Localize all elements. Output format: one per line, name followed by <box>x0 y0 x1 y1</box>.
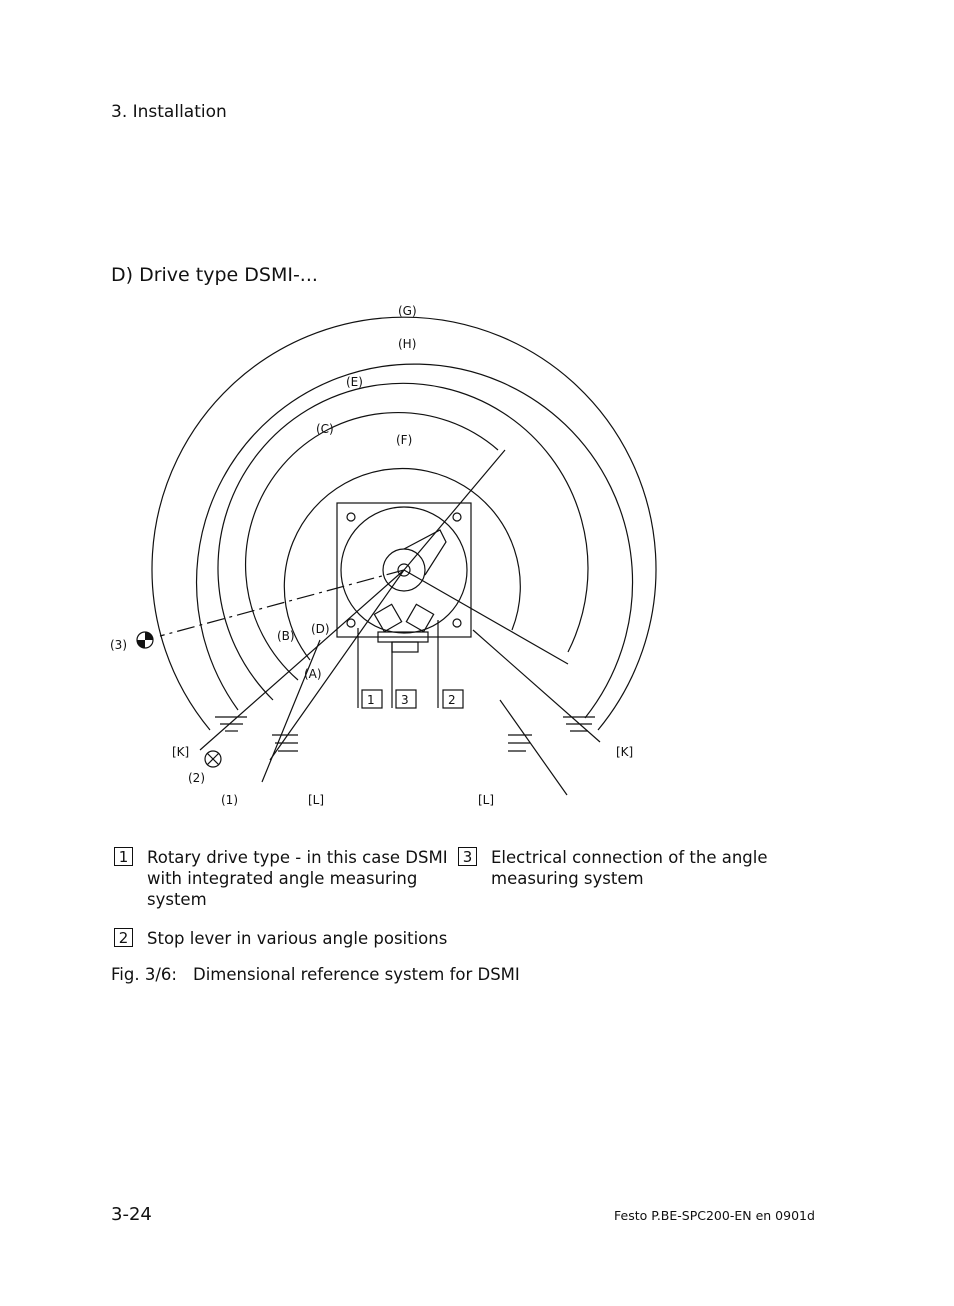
legend-item-1: Rotary drive type - in this case DSMI wi… <box>147 847 448 910</box>
legend-line: Rotary drive type - in this case DSMI <box>147 848 448 867</box>
legend-item-2: Stop lever in various angle positions <box>147 928 447 949</box>
legend-line: measuring system <box>491 869 644 888</box>
housing-bore <box>340 506 468 634</box>
arc-f <box>283 467 521 661</box>
ref-point-2-symbol <box>204 750 222 768</box>
page-number: 3-24 <box>111 1204 152 1225</box>
legend-number-2: 2 <box>114 928 133 947</box>
legend-line: system <box>147 890 207 909</box>
stop-lever <box>403 529 447 576</box>
ref-point-2-label: (2) <box>188 771 205 785</box>
label-l-right: [L] <box>478 793 494 807</box>
dsmi-reference-diagram: (G) (H) (E) (C) (F) (B) (D) (A) (3) (2) … <box>110 304 657 807</box>
drive-housing <box>336 502 472 638</box>
arc-h <box>195 363 634 719</box>
label-e: (E) <box>346 375 363 389</box>
legend-line: with integrated angle measuring <box>147 869 418 888</box>
label-f: (F) <box>396 433 412 447</box>
running-header: 3. Installation <box>111 102 227 122</box>
label-g: (G) <box>398 304 417 318</box>
label-h: (H) <box>398 337 416 351</box>
legend-line: Stop lever in various angle positions <box>147 929 448 948</box>
legend-line: Electrical connection of the angle <box>491 848 768 867</box>
arc-c <box>245 412 499 681</box>
label-k-right: [K] <box>616 745 633 759</box>
label-l-left: [L] <box>308 793 324 807</box>
callout-1: 1 <box>367 693 375 707</box>
legend-number-1: 1 <box>114 847 133 866</box>
legend-number-3: 3 <box>458 847 477 866</box>
section-title: D) Drive type DSMI-... <box>111 264 318 286</box>
callout-3: 3 <box>401 693 409 707</box>
ref-point-1-label: (1) <box>221 793 238 807</box>
figure-caption-label: Fig. 3/6: <box>111 965 177 984</box>
legend-item-3: Electrical connection of the angle measu… <box>491 847 768 889</box>
label-k-left: [K] <box>172 745 189 759</box>
label-b: (B) <box>277 629 295 643</box>
arc-e <box>217 382 589 701</box>
document-reference: Festo P.BE-SPC200-EN en 0901d <box>614 1208 815 1223</box>
arc-g <box>151 316 657 731</box>
label-d: (D) <box>311 622 330 636</box>
label-c: (C) <box>316 422 334 436</box>
ref-point-3-label: (3) <box>110 638 127 652</box>
label-a: (A) <box>304 667 322 681</box>
callout-2: 2 <box>448 693 456 707</box>
figure-caption-text: Dimensional reference system for DSMI <box>193 965 520 984</box>
